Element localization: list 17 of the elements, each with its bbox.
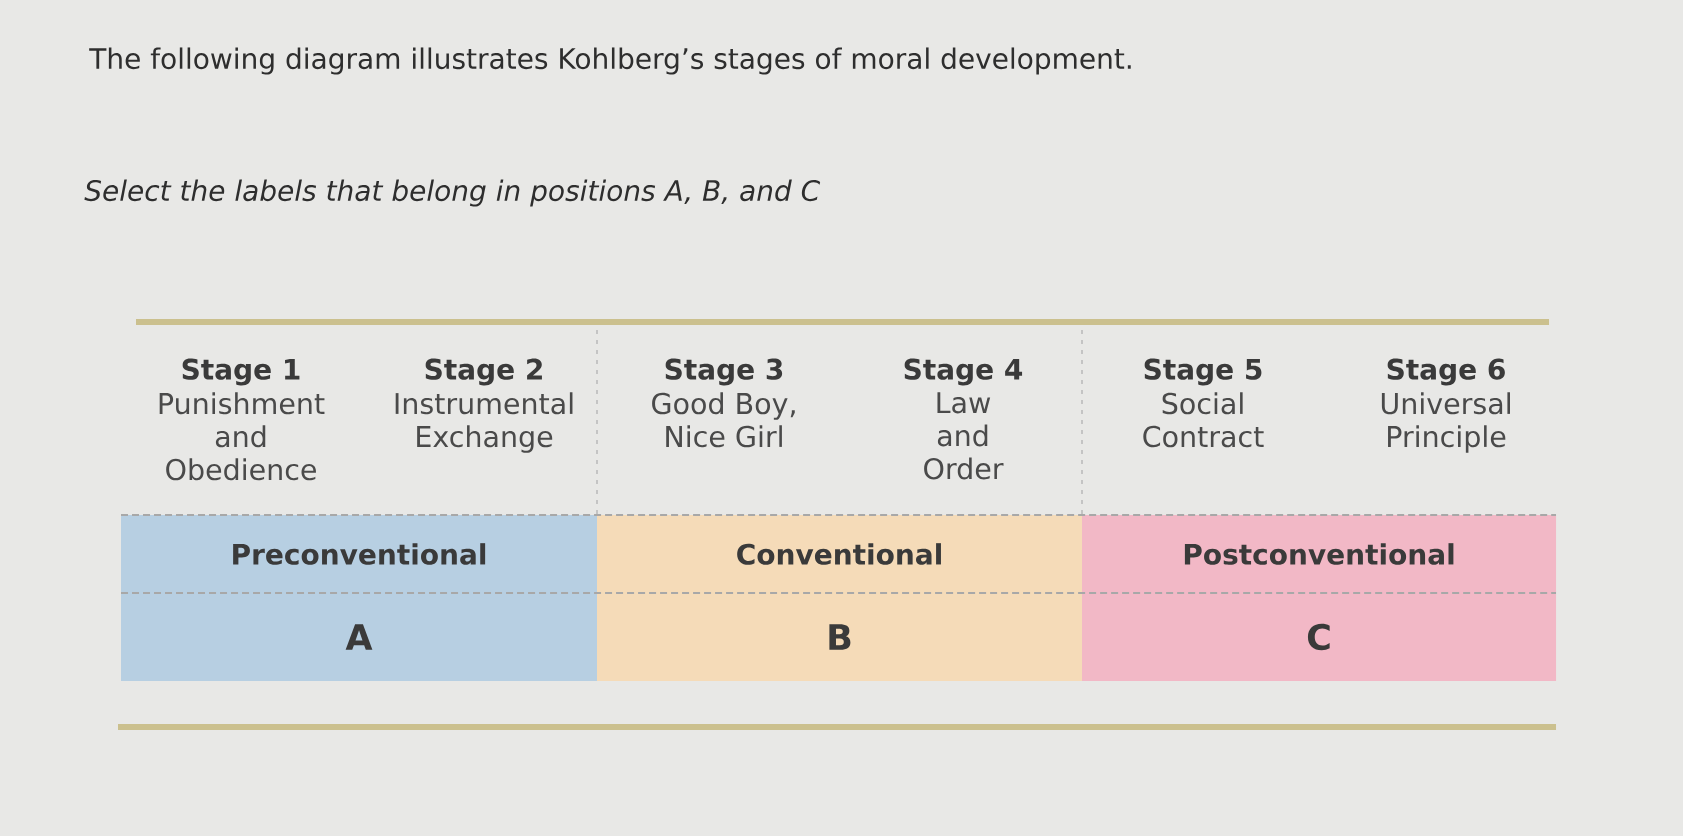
stage-name: Instrumental Exchange bbox=[395, 392, 573, 453]
stage-name: Good Boy, Nice Girl bbox=[652, 392, 795, 448]
stage-heading: Stage 3 bbox=[665, 358, 783, 386]
stage-name: Universal Principle bbox=[1381, 392, 1510, 453]
stage-name: Punishment and Obedience bbox=[159, 392, 325, 481]
band-cell: Preconventional A bbox=[121, 515, 598, 681]
title-text: The following diagram illustrates Kohlberg’s stages of moral development. bbox=[89, 47, 1131, 75]
stage-name: Social Contract bbox=[1143, 392, 1264, 448]
stage-heading: Stage 6 bbox=[1387, 358, 1505, 386]
stage-heading: Stage 1 bbox=[182, 358, 300, 386]
stage-heading: Stage 2 bbox=[425, 358, 542, 386]
instruction-text: Select the labels that belong in positions A, B, and C bbox=[84, 179, 821, 207]
stage-heading: Stage 5 bbox=[1144, 358, 1262, 386]
stage-name: Law and Order bbox=[924, 392, 1004, 480]
band-cell: Conventional B bbox=[597, 515, 1083, 681]
band-cell: Postconventional C bbox=[1082, 515, 1557, 681]
stage-heading: Stage 4 bbox=[904, 358, 1023, 386]
